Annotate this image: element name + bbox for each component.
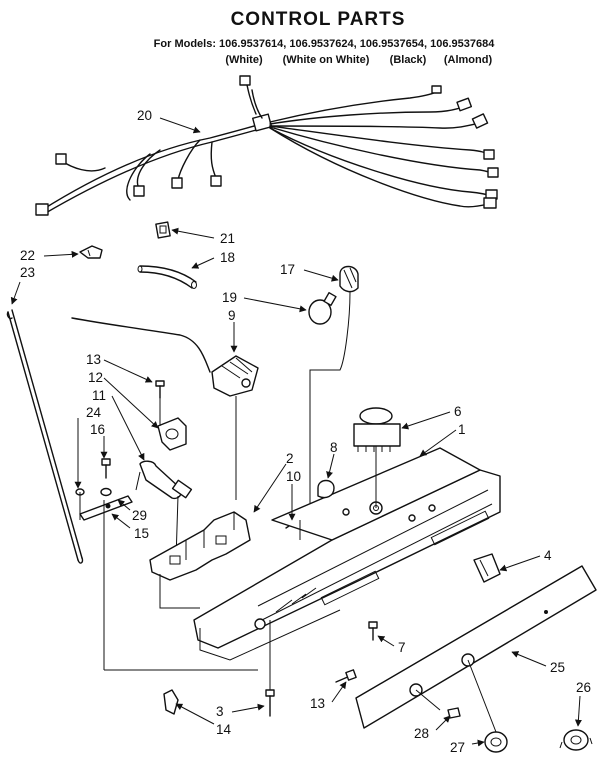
control-panel-part-25 (355, 565, 597, 729)
lamp-socket-part-17 (339, 265, 359, 293)
color-white-on-white: (White on White) (283, 54, 370, 66)
callout-15: 15 (134, 526, 149, 541)
switch-part-4 (473, 553, 501, 583)
callout-22: 22 (20, 248, 35, 263)
clip-part-22 (79, 245, 103, 259)
callout-3: 3 (216, 704, 224, 719)
callout-18: 18 (220, 250, 235, 265)
screw-part-7 (368, 621, 378, 641)
wiring-harness-part-20 (35, 75, 499, 216)
washer-part-24 (75, 487, 112, 497)
callout-28: 28 (414, 726, 429, 741)
washer-part-28 (447, 707, 461, 719)
bracket-part-12 (157, 398, 187, 451)
screw-part-16 (101, 458, 111, 479)
callout-13-upper: 13 (86, 352, 101, 367)
tube-part-18 (137, 265, 197, 289)
callout-6: 6 (454, 404, 462, 419)
screw-part-13-upper (155, 380, 165, 399)
page-title: CONTROL PARTS (231, 9, 406, 30)
callout-7: 7 (398, 640, 406, 655)
clip-part-14 (163, 689, 179, 715)
callout-16: 16 (90, 422, 105, 437)
color-almond: (Almond) (444, 54, 493, 66)
clip-part-21 (155, 221, 171, 239)
callout-8: 8 (330, 440, 338, 455)
lamp-wire (309, 291, 351, 528)
lever-part-15 (79, 495, 133, 521)
callout-2: 2 (286, 451, 294, 466)
lamp-shield-part-8 (317, 479, 335, 499)
callout-10: 10 (286, 469, 301, 484)
callout-20: 20 (137, 108, 152, 123)
callout-9: 9 (228, 308, 236, 323)
callout-19: 19 (222, 290, 237, 305)
callout-11: 11 (92, 388, 106, 403)
control-switch-part-6 (353, 407, 401, 508)
knob-part-27 (484, 731, 508, 753)
callout-21: 21 (220, 231, 235, 246)
callout-13-lower: 13 (310, 696, 325, 711)
thermostat-part-9 (71, 317, 259, 500)
knob-guide-line (415, 689, 441, 711)
control-housing-part-1 (193, 447, 501, 661)
callout-1: 1 (458, 422, 466, 437)
shaft-part-11 (135, 460, 193, 561)
guide-line-bracket (159, 574, 200, 609)
callout-25: 25 (550, 660, 565, 675)
callout-27: 27 (450, 740, 465, 755)
callout-17: 17 (280, 262, 295, 277)
screw-part-3 (265, 689, 275, 717)
light-bulb-part-19 (308, 291, 337, 325)
mounting-bracket-part-2 (149, 511, 251, 581)
callout-numbers: 20 21 22 23 18 17 19 9 13 12 11 24 16 29… (20, 108, 591, 755)
callout-26: 26 (576, 680, 591, 695)
color-black: (Black) (390, 54, 427, 66)
color-white: (White) (225, 54, 263, 66)
callout-14: 14 (216, 722, 232, 737)
leader-lines (10, 117, 582, 747)
callout-24: 24 (86, 405, 102, 420)
callout-12: 12 (88, 370, 103, 385)
models-line: For Models: 106.9537614, 106.9537624, 10… (154, 38, 496, 50)
callout-4: 4 (544, 548, 552, 563)
callout-23: 23 (20, 265, 35, 280)
rod-part-23 (6, 309, 84, 564)
callout-29: 29 (132, 508, 147, 523)
knob-27-guide-line (467, 659, 497, 733)
screw-part-13-lower (335, 669, 357, 683)
knob-part-26 (559, 729, 593, 751)
